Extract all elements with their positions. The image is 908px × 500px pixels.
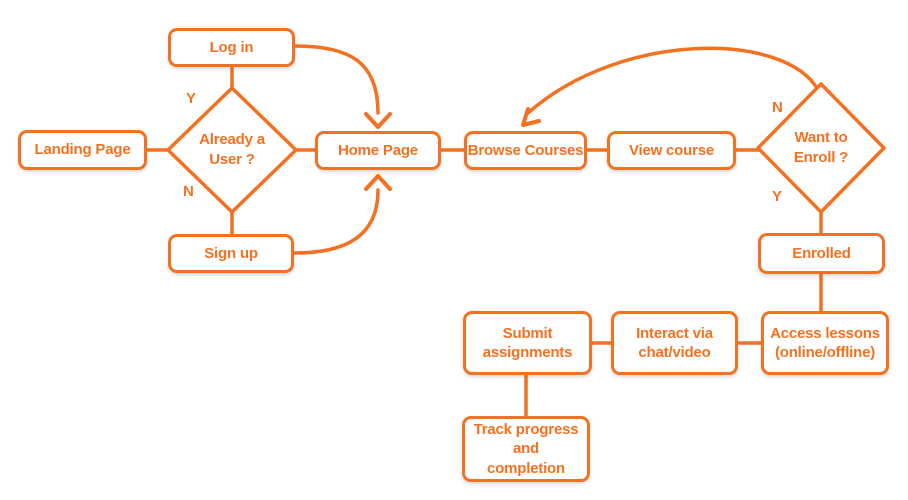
node-submit-assignments-label: Submit assignments	[482, 324, 573, 361]
node-interact-chat-video: Interact via chat/video	[611, 311, 738, 375]
branch-label-already-yes: Y	[186, 90, 197, 107]
node-view-course: View course	[607, 131, 736, 170]
node-access-lessons-label: Access lessons (online/offline)	[770, 324, 880, 361]
arrow-down-left-icon	[521, 107, 541, 127]
arrow-up-icon	[364, 174, 392, 191]
node-landing-page: Landing Page	[18, 130, 147, 170]
arrow-down-icon	[364, 112, 392, 129]
decision-already-user-label: Already a User ?	[199, 131, 265, 168]
node-log-in: Log in	[168, 28, 295, 67]
node-sign-up-label: Sign up	[204, 244, 258, 262]
node-sign-up: Sign up	[168, 234, 294, 273]
node-home-page-label: Home Page	[338, 141, 418, 159]
node-enrolled-label: Enrolled	[792, 244, 851, 262]
edge-enroll-no-to-browse-curve	[526, 46, 820, 115]
node-landing-page-label: Landing Page	[34, 141, 131, 159]
node-browse-courses-label: Browse Courses	[467, 141, 584, 159]
node-track-progress: Track progress and completion	[462, 416, 590, 482]
node-log-in-label: Log in	[209, 38, 254, 56]
node-track-progress-label: Track progress and completion	[473, 421, 579, 477]
branch-label-enroll-yes: Y	[772, 188, 783, 205]
node-home-page: Home Page	[315, 131, 441, 170]
node-interact-chat-video-label: Interact via chat/video	[636, 324, 713, 361]
edge-login-to-home-curve	[293, 44, 380, 115]
decision-already-user	[166, 86, 298, 214]
branch-label-already-no: N	[183, 183, 194, 200]
branch-label-enroll-no: N	[772, 99, 783, 116]
node-submit-assignments: Submit assignments	[463, 311, 592, 375]
edge-signup-to-home-curve	[292, 188, 380, 255]
decision-want-enroll-label: Want to Enroll ?	[793, 129, 849, 166]
node-access-lessons: Access lessons (online/offline)	[761, 311, 889, 375]
node-view-course-label: View course	[628, 141, 715, 159]
node-browse-courses: Browse Courses	[464, 131, 587, 170]
node-enrolled: Enrolled	[758, 233, 885, 274]
decision-want-enroll	[756, 82, 886, 214]
